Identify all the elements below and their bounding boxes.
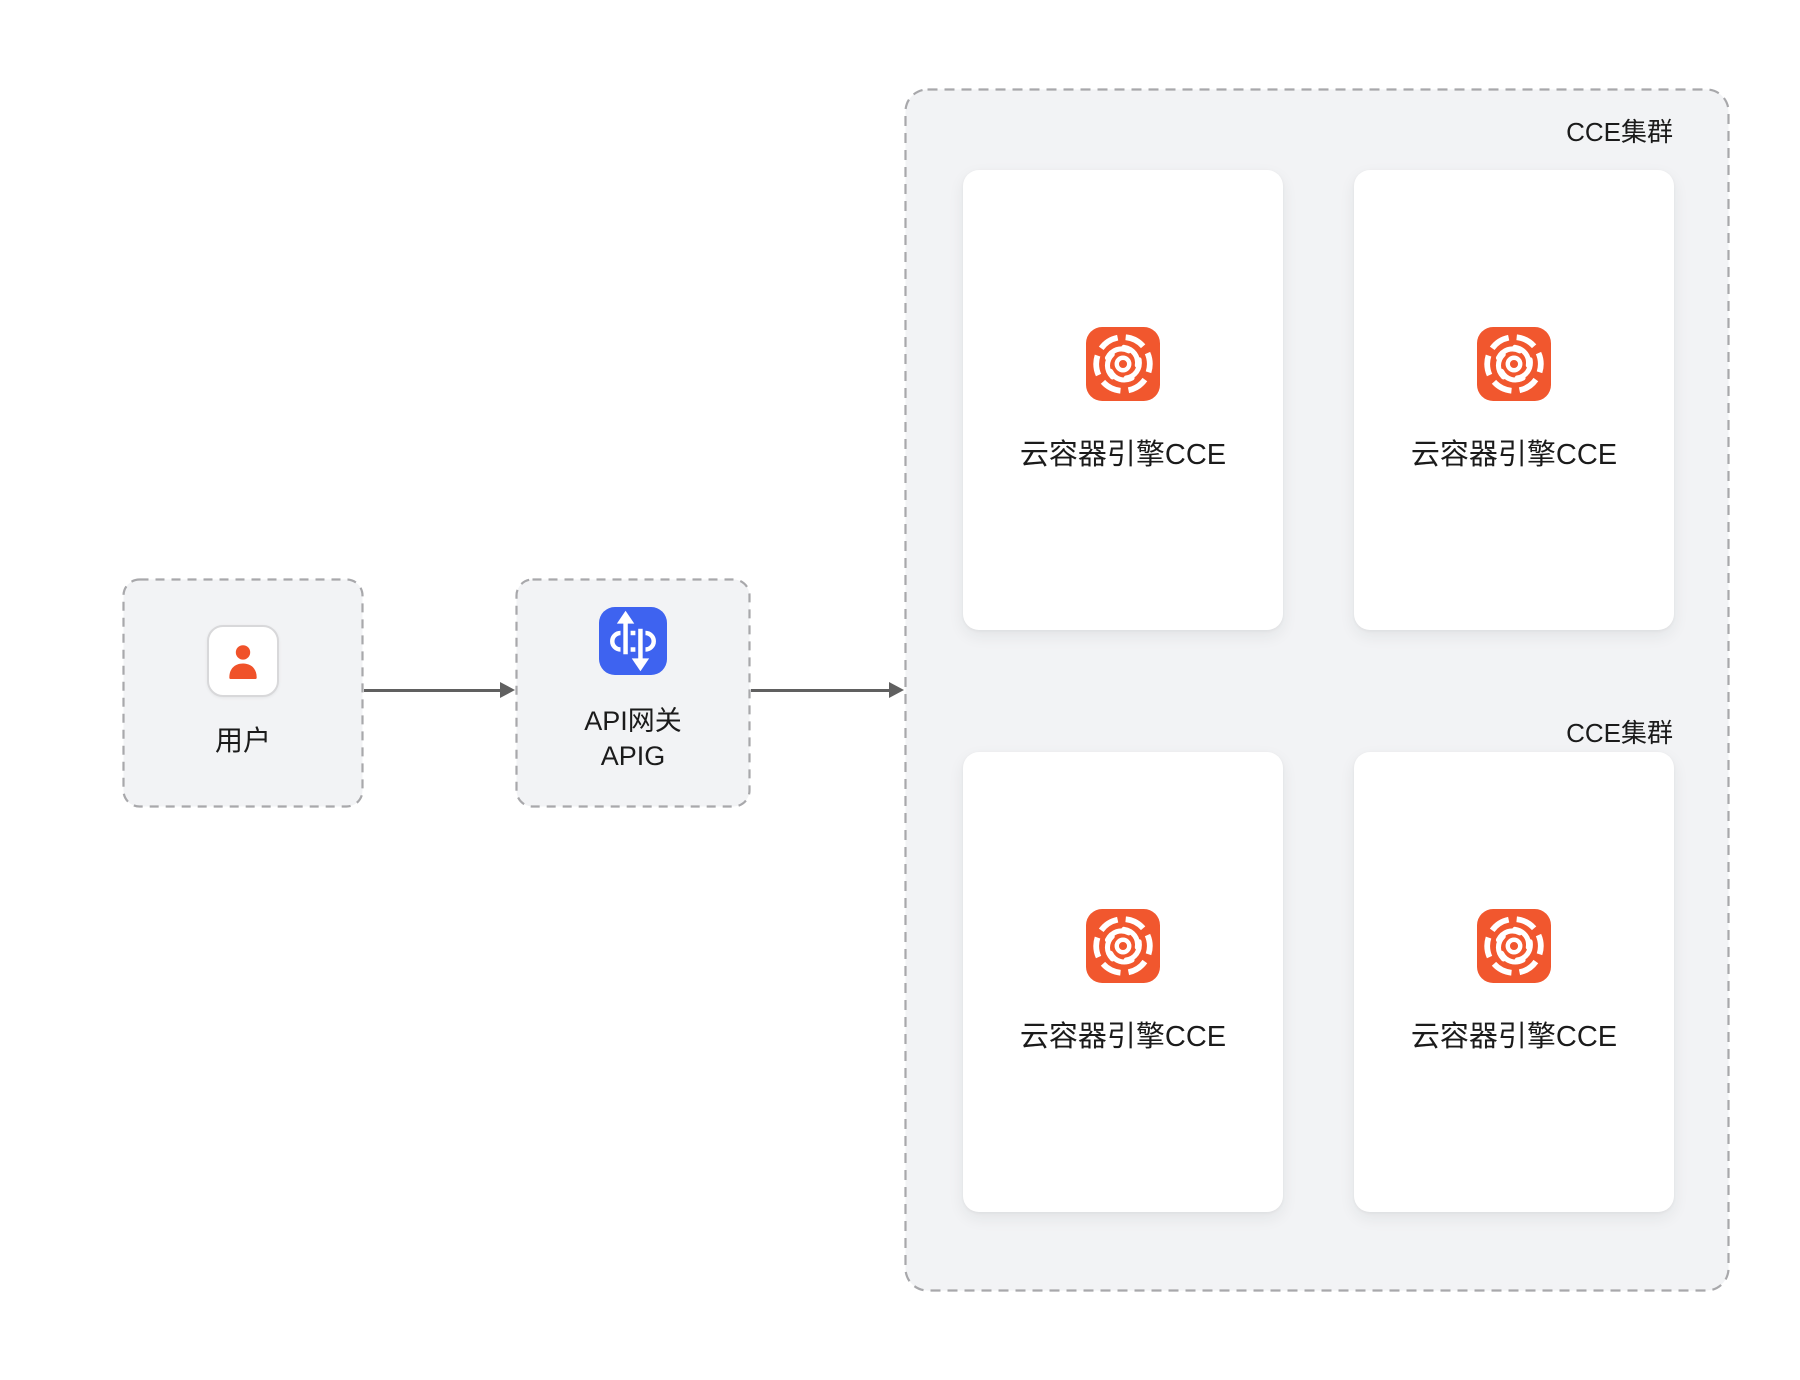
cce-engine-icon bbox=[1477, 909, 1551, 983]
cce-cluster-group-2: CCE集群 云容器引擎CCE 云容器引擎CCE bbox=[904, 88, 1730, 1292]
arrow-line bbox=[364, 688, 502, 692]
user-node: 用户 bbox=[122, 578, 364, 808]
user-avatar-box bbox=[207, 625, 279, 697]
cce-card-label: 云容器引擎CCE bbox=[1019, 439, 1227, 471]
cce-cluster-label: CCE集群 bbox=[1566, 117, 1673, 147]
apig-label: API网关 bbox=[584, 706, 682, 736]
cce-cluster-group-1: CCE集群 云容器引擎CCE 云容器引擎CCE bbox=[904, 88, 1730, 1292]
cce-cluster-label: CCE集群 bbox=[1566, 718, 1673, 748]
cce-engine-icon bbox=[1086, 327, 1160, 401]
arrow-apig-to-cce bbox=[751, 680, 904, 700]
cce-card: 云容器引擎CCE bbox=[963, 170, 1283, 630]
cce-card-label: 云容器引擎CCE bbox=[1410, 439, 1618, 471]
cce-card: 云容器引擎CCE bbox=[1354, 752, 1674, 1212]
user-label: 用户 bbox=[214, 725, 271, 756]
person-icon bbox=[229, 645, 257, 679]
cce-cluster-container: CCE集群 云容器引擎CCE 云容器引擎CCE CCE集群 云容器引擎CCE 云… bbox=[904, 88, 1730, 1292]
apig-label-block: API网关 APIG bbox=[515, 704, 751, 774]
cce-card-label: 云容器引擎CCE bbox=[1410, 1021, 1618, 1053]
api-gateway-icon bbox=[599, 607, 667, 675]
apig-node: API网关 APIG bbox=[515, 578, 751, 808]
arrow-head-icon bbox=[889, 682, 904, 698]
cce-engine-icon bbox=[1477, 327, 1551, 401]
cce-container-border bbox=[904, 88, 1730, 1292]
cce-card: 云容器引擎CCE bbox=[963, 752, 1283, 1212]
cce-engine-icon bbox=[1086, 909, 1160, 983]
arrow-user-to-apig bbox=[364, 680, 515, 700]
arrow-head-icon bbox=[500, 682, 515, 698]
cce-card: 云容器引擎CCE bbox=[1354, 170, 1674, 630]
apig-sublabel: APIG bbox=[600, 741, 666, 771]
arrow-line bbox=[751, 688, 891, 692]
cce-card-label: 云容器引擎CCE bbox=[1019, 1021, 1227, 1053]
